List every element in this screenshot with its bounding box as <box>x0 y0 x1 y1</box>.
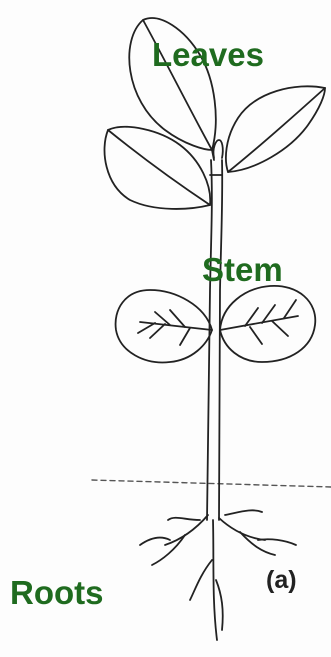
cotyledon-right <box>220 286 315 362</box>
stem-label: Stem <box>202 253 283 286</box>
ground-line <box>92 480 331 487</box>
cotyledon-left <box>116 290 212 362</box>
leaves-label: Leaves <box>152 38 264 71</box>
leaf-top-right <box>226 86 325 172</box>
terminal-bud <box>213 140 222 158</box>
figure-tag: (a) <box>266 568 297 593</box>
roots-label: Roots <box>10 576 104 609</box>
stem <box>207 160 222 520</box>
leaf-middle-left <box>104 127 210 209</box>
